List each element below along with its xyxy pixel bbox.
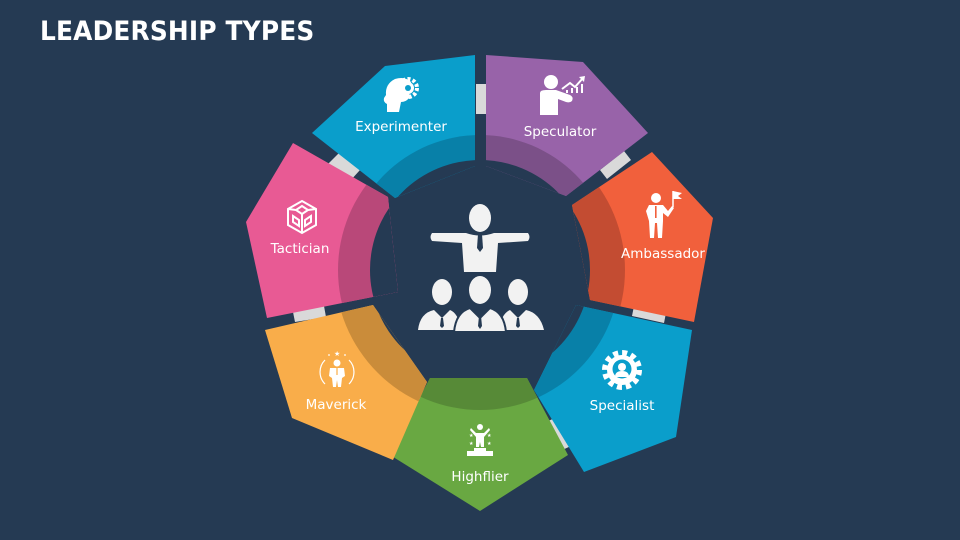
svg-text:★: ★ bbox=[469, 441, 474, 447]
connector bbox=[328, 153, 360, 181]
segment-experimenter[interactable] bbox=[312, 55, 615, 405]
segment-label-experimenter: Experimenter bbox=[355, 119, 447, 135]
cube-pattern-icon bbox=[287, 199, 317, 235]
connector bbox=[476, 84, 486, 114]
person-flag-icon bbox=[646, 191, 682, 238]
gear-person-icon bbox=[602, 350, 642, 390]
presenter-chart-icon bbox=[540, 75, 585, 115]
star-person-icon: ★ bbox=[319, 350, 355, 387]
page-title: LEADERSHIP TYPES bbox=[40, 16, 315, 47]
head-gear-icon bbox=[383, 77, 419, 112]
svg-text:★: ★ bbox=[487, 441, 492, 447]
svg-text:★: ★ bbox=[334, 350, 340, 358]
segment-label-tactician: Tactician bbox=[270, 241, 330, 257]
svg-text:★: ★ bbox=[487, 433, 492, 439]
leader-with-team-icon bbox=[418, 204, 544, 333]
podium-winner-icon: ★ ★ ★ ★ bbox=[467, 424, 493, 456]
segment-label-maverick: Maverick bbox=[305, 397, 367, 413]
segment-label-highflier: Highflier bbox=[451, 469, 509, 485]
connector bbox=[600, 151, 631, 179]
svg-text:★: ★ bbox=[469, 433, 474, 439]
segment-label-speculator: Speculator bbox=[523, 124, 597, 140]
segment-label-ambassador: Ambassador bbox=[621, 246, 705, 262]
segment-speculator[interactable] bbox=[345, 55, 648, 405]
segment-tactician[interactable] bbox=[246, 128, 622, 412]
segment-label-specialist: Specialist bbox=[589, 398, 655, 414]
